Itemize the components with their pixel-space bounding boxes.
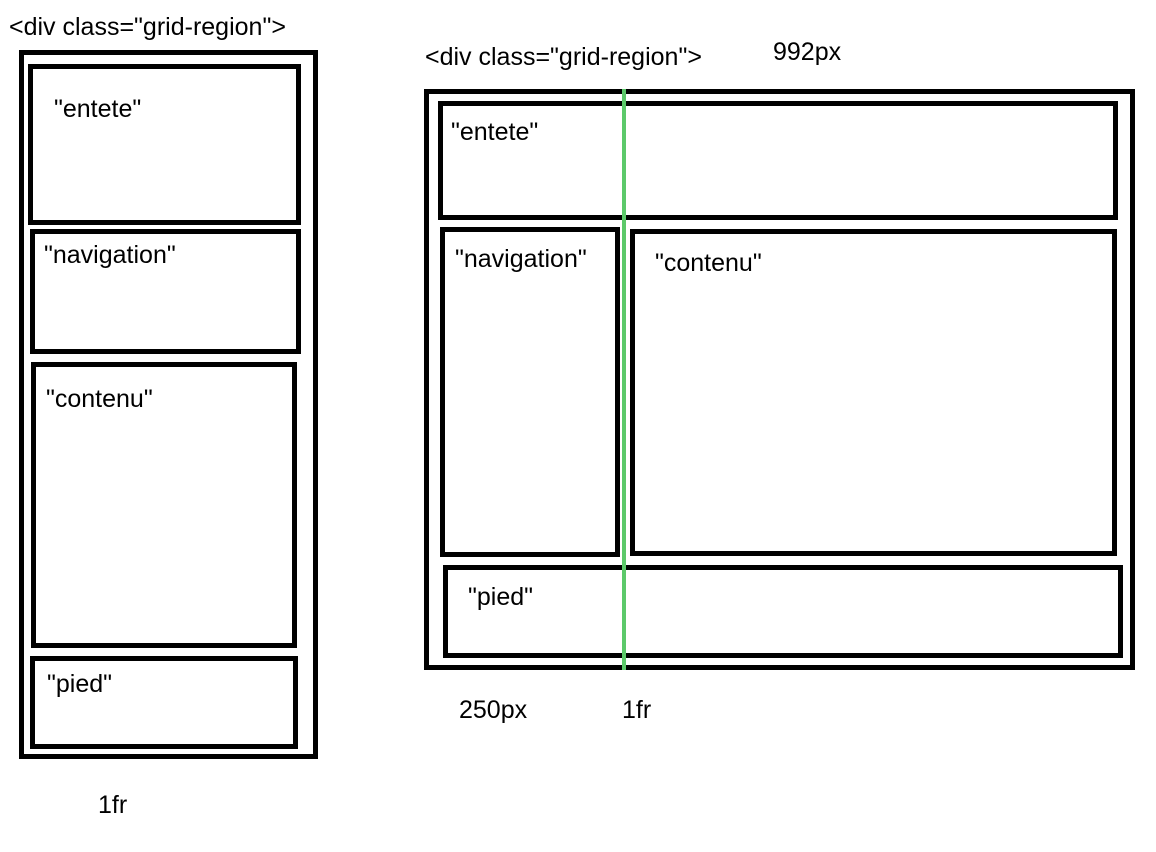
left-area-navigation: "navigation"	[30, 229, 301, 354]
right-diagram-title: <div class="grid-region">	[425, 43, 702, 71]
right-column-label-250px: 250px	[459, 696, 528, 724]
right-column-label-1fr: 1fr	[622, 696, 652, 724]
right-area-contenu-label: "contenu"	[655, 249, 762, 277]
left-column-label: 1fr	[98, 791, 128, 819]
left-area-contenu: "contenu"	[31, 362, 297, 648]
left-grid-region-container	[19, 50, 318, 759]
right-area-entete: "entete"	[438, 101, 1118, 220]
right-area-contenu: "contenu"	[630, 229, 1117, 556]
left-area-contenu-label: "contenu"	[46, 385, 153, 413]
left-area-pied: "pied"	[30, 656, 298, 749]
left-area-entete: "entete"	[28, 64, 301, 225]
right-grid-region-container	[424, 89, 1135, 670]
right-area-entete-label: "entete"	[451, 118, 539, 146]
right-area-pied: "pied"	[443, 565, 1123, 658]
left-diagram-title: <div class="grid-region">	[9, 13, 286, 41]
right-area-navigation: "navigation"	[440, 227, 620, 557]
left-area-pied-label: "pied"	[47, 670, 113, 698]
right-width-label: 992px	[773, 38, 842, 66]
left-area-entete-label: "entete"	[54, 95, 142, 123]
right-area-pied-label: "pied"	[468, 583, 534, 611]
column-divider-line	[622, 89, 626, 670]
left-area-navigation-label: "navigation"	[44, 241, 176, 269]
right-area-navigation-label: "navigation"	[455, 245, 587, 273]
